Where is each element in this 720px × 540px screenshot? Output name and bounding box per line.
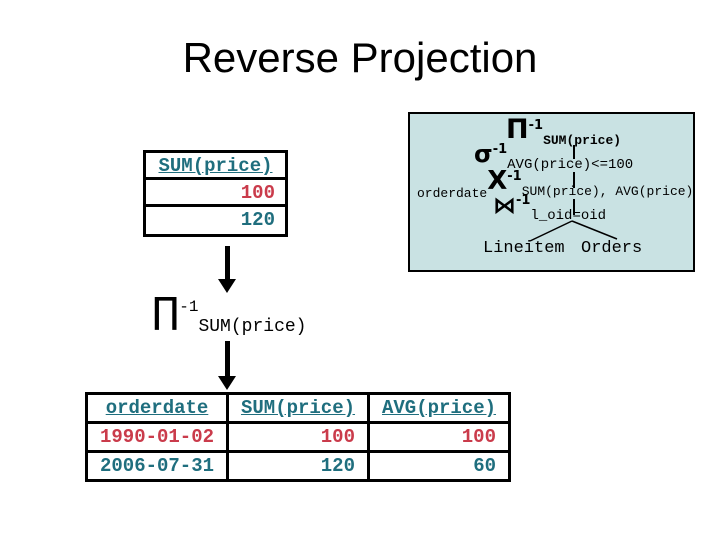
inverse-superscript: -1: [179, 298, 199, 316]
cell-sum-price: 100: [226, 421, 370, 453]
pi-inverse-operator: Π: [506, 114, 529, 145]
table-row: 1990-01-02 100 100: [85, 421, 511, 453]
plan-edge: [573, 199, 575, 215]
query-plan-box: Π-1SUM(price) σ-1AVG(price)<=100 orderda…: [408, 112, 695, 272]
down-arrow-head-icon: [218, 279, 236, 293]
inverse-superscript: -1: [516, 193, 531, 208]
cell-avg-price: 100: [367, 421, 511, 453]
down-arrow: [225, 341, 230, 377]
plan-level-join: ⋈-1l_oid=oid: [493, 193, 606, 224]
sigma-inverse-operator: σ: [474, 140, 493, 168]
plan-fan-edges: [529, 220, 618, 242]
plan-level-selection: σ-1AVG(price)<=100: [474, 140, 633, 173]
reverse-projection-label: ∏-1SUM(price): [152, 291, 306, 337]
leaf-orders: Orders: [581, 239, 643, 258]
plan-level-projection: Π-1SUM(price): [506, 114, 622, 148]
cell-avg-price: 60: [367, 450, 511, 482]
leaf-lineitem: Lineitem: [483, 239, 565, 258]
input-table-header: SUM(price): [146, 153, 285, 180]
down-arrow: [225, 246, 230, 280]
cell-sum-price: 120: [226, 450, 370, 482]
header-orderdate: orderdate: [85, 392, 229, 424]
groupby-prefix: orderdate: [417, 186, 488, 201]
inverse-superscript: -1: [507, 169, 522, 184]
plan-level-aggregation: orderdateΧ-1SUM(price), AVG(price): [417, 166, 694, 201]
projection-subscript: SUM(price): [198, 317, 307, 337]
table-row: 2006-07-31 120 60: [85, 450, 511, 482]
join-subscript: l_oid=oid: [530, 208, 607, 224]
header-avg-price: AVG(price): [367, 392, 511, 424]
join-inverse-operator: ⋈: [493, 193, 516, 219]
output-table: orderdate SUM(price) AVG(price) 1990-01-…: [85, 392, 511, 482]
plan-edge: [573, 172, 575, 188]
cell-orderdate: 2006-07-31: [85, 450, 229, 482]
input-table-row: 120: [240, 209, 275, 231]
input-table-row: 100: [146, 180, 285, 207]
input-table: SUM(price) 100 120: [143, 150, 288, 237]
down-arrow-head-icon: [218, 376, 236, 390]
output-table-header-row: orderdate SUM(price) AVG(price): [85, 392, 511, 424]
aggregation-subscript: SUM(price), AVG(price): [521, 184, 694, 199]
projection-subscript: SUM(price): [543, 133, 622, 148]
slide-title: Reverse Projection: [182, 34, 538, 81]
inverse-superscript: -1: [492, 142, 508, 157]
inverse-superscript: -1: [528, 118, 544, 133]
aggregation-inverse-operator: Χ: [487, 166, 508, 196]
header-sum-price: SUM(price): [226, 392, 370, 424]
selection-subscript: AVG(price)<=100: [507, 157, 634, 173]
plan-edge: [573, 145, 575, 159]
cell-orderdate: 1990-01-02: [85, 421, 229, 453]
pi-inverse-operator: ∏: [152, 291, 180, 332]
